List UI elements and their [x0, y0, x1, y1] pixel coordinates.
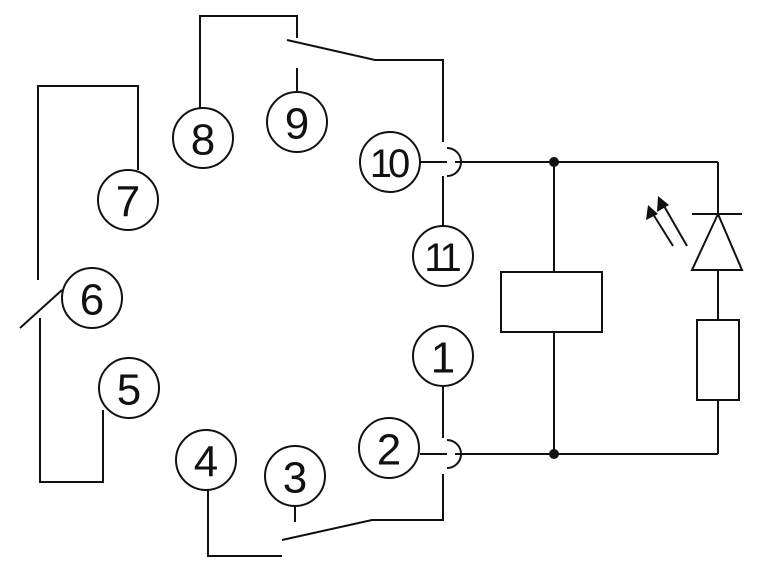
wire-pin4-loop — [207, 490, 282, 557]
pin-label: 8 — [191, 116, 215, 165]
contact-left — [19, 85, 139, 483]
pin-1: 1 — [412, 325, 474, 387]
wire-pin5-loop — [39, 318, 104, 483]
pin-label: 11 — [424, 236, 460, 280]
contact-top — [199, 15, 444, 142]
pin-11: 11 — [412, 225, 474, 287]
pin-label: 10 — [370, 142, 409, 186]
relay-coil — [500, 271, 603, 333]
junction-bottom — [549, 449, 559, 459]
contact-left-blade — [19, 289, 63, 329]
pin-6: 6 — [61, 267, 123, 329]
coil-circuit — [420, 147, 744, 469]
pin-label: 1 — [431, 334, 455, 383]
pin-3: 3 — [264, 445, 326, 507]
contact-bottom-blade — [281, 474, 444, 541]
wire-pin7-loop — [37, 85, 139, 280]
junction-top — [549, 157, 559, 167]
pin-10: 10 — [359, 131, 421, 193]
series-resistor — [696, 319, 740, 401]
pin-label: 2 — [377, 426, 401, 475]
pin-label: 6 — [80, 276, 104, 325]
pin-5: 5 — [98, 357, 160, 419]
pin-2: 2 — [358, 417, 420, 479]
pin-label: 5 — [117, 366, 141, 415]
pin-label: 7 — [116, 178, 140, 227]
contact-bottom — [207, 474, 444, 557]
pin-9: 9 — [266, 91, 328, 153]
wire-pin8-loop — [199, 15, 298, 108]
light-arrows-icon — [646, 196, 688, 247]
pin-label: 9 — [285, 100, 309, 149]
pin-8: 8 — [172, 107, 234, 169]
pin-7: 7 — [97, 169, 159, 231]
pin-label: 4 — [194, 438, 218, 487]
contact-top-blade — [286, 39, 444, 142]
pin-4: 4 — [175, 429, 237, 491]
pin-label: 3 — [283, 454, 307, 503]
led-triangle — [690, 211, 744, 271]
pins: 1 2 3 4 5 6 7 8 — [61, 91, 474, 507]
